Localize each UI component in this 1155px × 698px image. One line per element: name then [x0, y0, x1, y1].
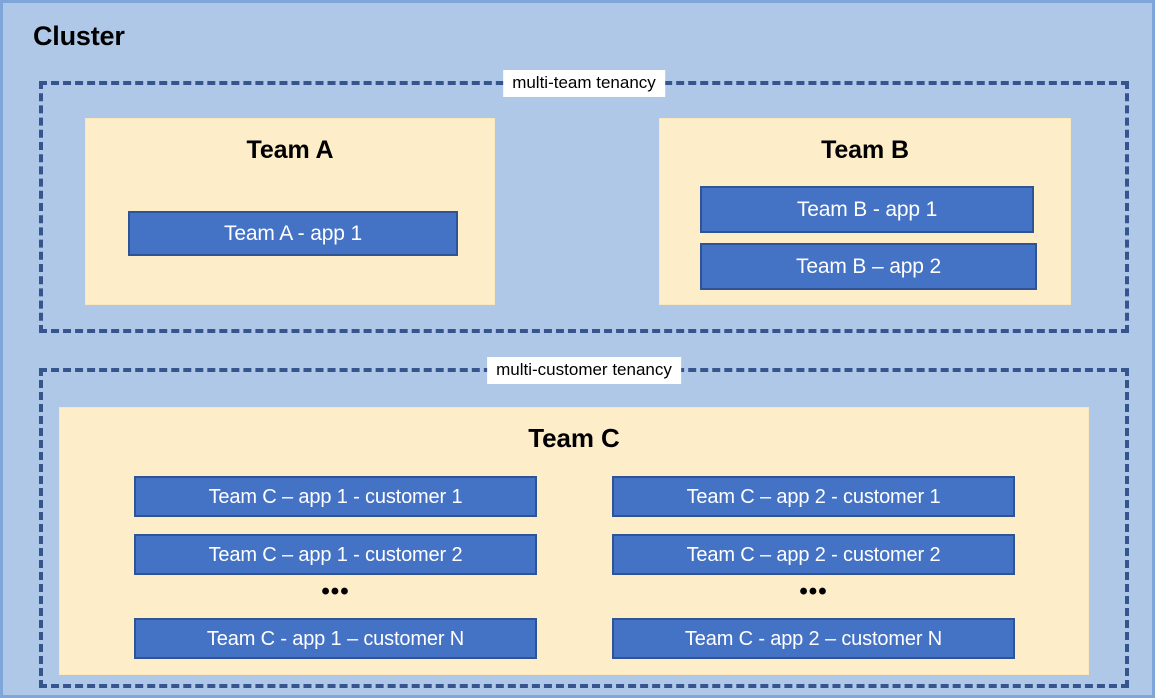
app-box-team-b-app-1[interactable]: Team B - app 1 — [700, 186, 1034, 233]
team-heading-team-c: Team C — [528, 423, 620, 453]
ellipsis-team-c-app-2: ••• — [799, 578, 828, 605]
app-box-team-c-app-1-customer-n[interactable]: Team C - app 1 – customer N — [134, 618, 537, 659]
team-panel-team-c: Team C Team C – app 1 - customer 1 Team … — [59, 407, 1089, 675]
team-panel-team-b: Team B Team B - app 1 Team B – app 2 — [659, 118, 1071, 305]
app-box-team-c-app-1-customer-2[interactable]: Team C – app 1 - customer 2 — [134, 534, 537, 575]
app-box-team-b-app-2[interactable]: Team B – app 2 — [700, 243, 1037, 290]
app-box-team-c-app-1-customer-1[interactable]: Team C – app 1 - customer 1 — [134, 476, 537, 517]
app-box-team-c-app-2-customer-1[interactable]: Team C – app 2 - customer 1 — [612, 476, 1015, 517]
team-heading-team-b: Team B — [821, 136, 909, 164]
app-box-team-a-app-1[interactable]: Team A - app 1 — [128, 211, 458, 256]
team-panel-team-a: Team A Team A - app 1 — [85, 118, 495, 305]
ellipsis-team-c-app-1: ••• — [321, 578, 350, 605]
cluster-title: Cluster — [33, 21, 125, 51]
tenancy-zone-label-multi-customer: multi-customer tenancy — [487, 357, 681, 384]
tenancy-zone-label-multi-team: multi-team tenancy — [503, 70, 665, 97]
app-box-team-c-app-2-customer-2[interactable]: Team C – app 2 - customer 2 — [612, 534, 1015, 575]
team-heading-team-a: Team A — [246, 136, 334, 164]
tenancy-zone-multi-team: multi-team tenancy — [39, 70, 1129, 333]
tenancy-zone-multi-customer: multi-customer tenancy — [39, 357, 1129, 688]
app-box-team-c-app-2-customer-n[interactable]: Team C - app 2 – customer N — [612, 618, 1015, 659]
